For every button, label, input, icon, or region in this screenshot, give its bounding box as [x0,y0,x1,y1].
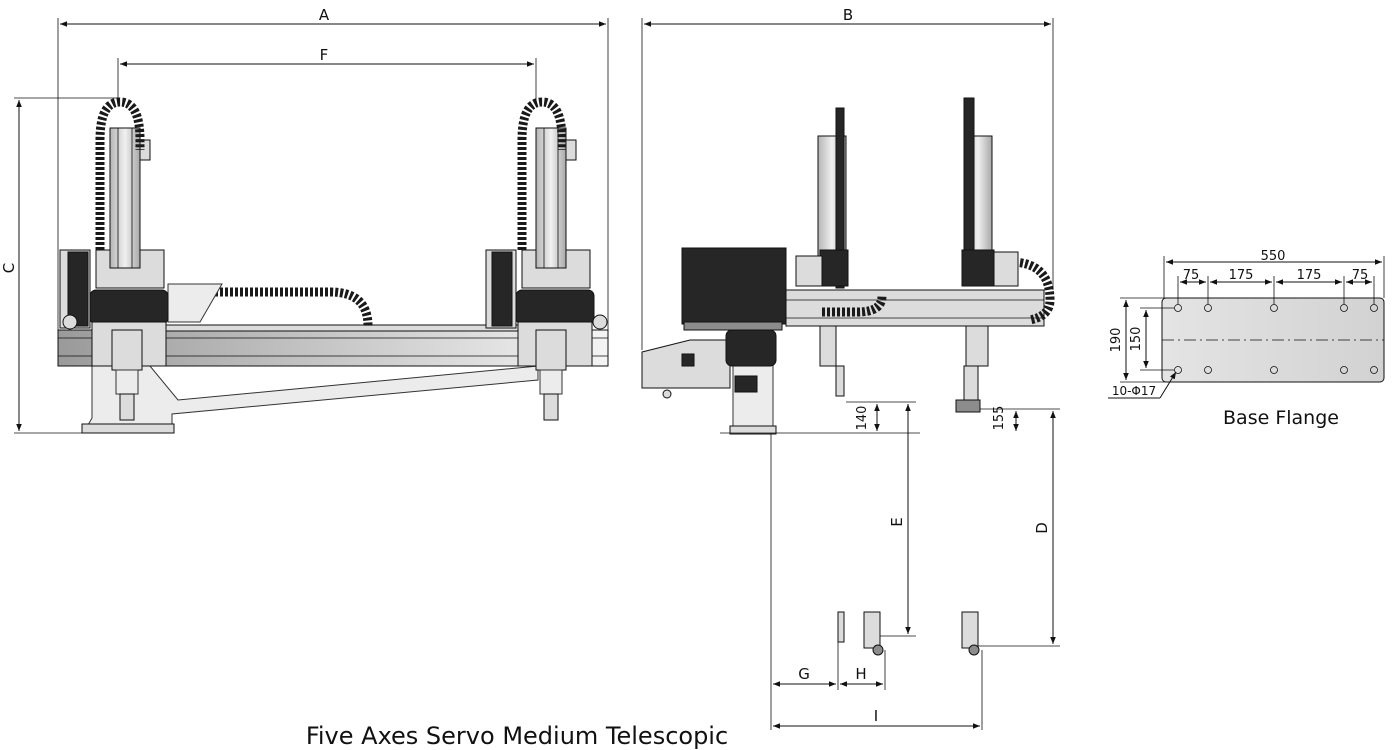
dimension-b-label: B [843,6,853,24]
flange-width-label: 550 [1261,249,1286,264]
dimension-e-label: E [888,517,906,526]
dimension-155-label: 155 [992,406,1007,431]
dimension-c-label: C [0,263,18,273]
dimension-d-label: D [1033,522,1051,534]
dimension-i-label: I [874,707,878,725]
flange-seg2-label: 175 [1229,268,1254,283]
flange-inner-height-label: 150 [1129,327,1144,352]
front-right-arm-drag-chain [517,97,567,250]
dimension-a-label: A [319,6,330,24]
dimension-g-label: G [798,665,810,683]
front-beam-drag-chain [170,287,373,327]
flange-seg1-label: 75 [1183,268,1200,283]
base-flange: 550 75 175 175 75 190 150 10-Φ17 Base Fl… [1108,249,1385,429]
dimension-140-label: 140 [855,406,870,431]
flange-seg4-label: 75 [1352,268,1369,283]
drawing-title: Five Axes Servo Medium Telescopic [306,722,728,750]
front-base-support [83,365,539,433]
side-motor-box [681,247,787,325]
side-left-vertical-arm [795,107,849,397]
dimension-h-label: H [855,665,866,683]
front-view: A F C [0,6,609,434]
side-view: B 140 155 E D G H I [641,6,1060,730]
front-base-plate [81,423,175,434]
dimension-f-label: F [320,46,329,64]
side-right-vertical-arm [955,97,1019,413]
flange-seg3-label: 175 [1297,268,1322,283]
front-left-carriage [59,97,169,421]
flange-height-label: 190 [1109,328,1124,353]
flange-caption: Base Flange [1223,407,1339,429]
side-lowered-tools [837,611,980,656]
flange-holes-label: 10-Φ17 [1112,384,1156,398]
front-right-carriage [485,97,608,421]
front-left-arm-drag-chain [95,97,145,250]
flange-holes [1174,304,1378,374]
